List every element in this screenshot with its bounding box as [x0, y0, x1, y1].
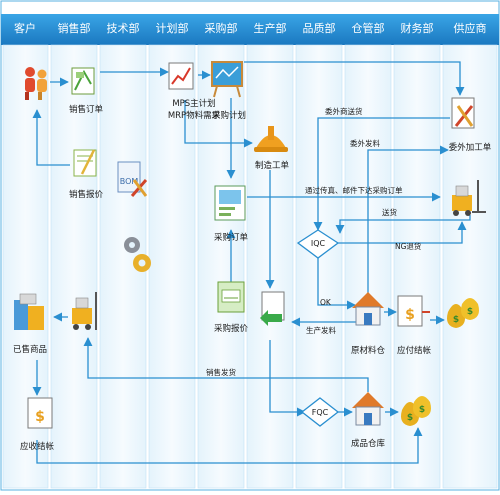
payable-label: 应付结帐: [397, 345, 432, 356]
svg-text:$: $: [453, 315, 459, 325]
header-planning: 计划部: [156, 21, 189, 35]
sales-order-label: 销售订单: [69, 104, 104, 115]
header-production: 生产部: [254, 21, 287, 35]
edge-plan-to-outsource: [244, 61, 465, 96]
label-outsource-issue: 委外发料: [350, 138, 380, 148]
edge-outsource-issue: [367, 145, 449, 295]
svg-text:$: $: [419, 405, 425, 415]
receivable-label: 应收结帐: [20, 441, 55, 452]
label-outsource-send: 委外商送货: [325, 106, 363, 116]
sales-quote-icon: [73, 149, 97, 177]
header-finance: 财务部: [401, 21, 434, 35]
supplier-forklift-icon: [452, 180, 486, 216]
iqc-label: IQC: [311, 239, 326, 248]
header-bar: [1, 14, 499, 45]
edge-ok-to-warehouse: [317, 258, 356, 310]
svg-text:$: $: [407, 413, 413, 423]
edge-outsource-send: [313, 117, 450, 231]
hard-hat-icon: [254, 126, 288, 152]
manufacture-order-label: 制造工单: [255, 160, 290, 171]
sales-quote-label: 销售报价: [69, 189, 104, 200]
header-supplier: 供应商: [454, 21, 487, 35]
gears-icon: [124, 237, 151, 272]
outsource-order-label: 委外加工单: [449, 142, 492, 153]
mps-label: MPS主计划: [172, 98, 215, 109]
raw-warehouse-house-icon: [352, 292, 384, 326]
edge-quote-to-customer: [32, 109, 70, 166]
customer-people-icon: [25, 67, 47, 100]
svg-text:$: $: [35, 409, 45, 425]
header-quality: 品质部: [303, 21, 336, 35]
sold-goods-icon: [14, 293, 44, 330]
sales-order-icon: [71, 67, 95, 95]
columns: [2, 44, 498, 489]
outsource-order-icon: [451, 97, 475, 129]
finished-warehouse-house-icon: [352, 392, 384, 426]
edge-mps-to-manufacture: [184, 100, 253, 148]
mrp-label: MRP物料需求: [168, 110, 221, 121]
header-sales: 销售部: [58, 21, 91, 35]
receivable-icon: $: [27, 397, 53, 429]
edge-sales-ship: [83, 337, 369, 392]
raw-warehouse-label: 原材料仓: [351, 345, 386, 356]
svg-text:$: $: [405, 307, 415, 323]
edge-receivable-to-finance: [36, 427, 423, 464]
label-sales-ship: 销售发货: [206, 367, 236, 377]
header-purchasing: 采购部: [205, 21, 238, 35]
money-bags-icon: $ $: [447, 298, 479, 328]
purchase-plan-label: 采购计划: [212, 110, 246, 121]
purchase-quote-label: 采购报价: [214, 323, 249, 334]
department-headers: 客户 销售部 技术部 计划部 采购部 生产部 品质部 仓管部 财务部 供应商: [14, 21, 487, 35]
connectors: [32, 61, 471, 464]
label-ok: OK: [320, 298, 332, 307]
header-tech: 技术部: [107, 21, 140, 35]
header-warehouse: 仓管部: [352, 21, 385, 35]
customer-forklift-icon: [72, 292, 97, 330]
finance-money-bags-icon: $ $: [401, 396, 431, 426]
production-station-icon: [260, 291, 285, 326]
payable-icon: $: [397, 295, 430, 327]
fqc-label: FQC: [312, 408, 329, 417]
iqc-diamond: IQC: [296, 229, 340, 259]
purchase-plan-board-icon: [211, 61, 243, 98]
mps-chart-icon: [168, 62, 194, 90]
purchase-quote-icon: [217, 281, 245, 313]
label-fax-email: 通过传真、邮件下达采购订单: [305, 185, 403, 195]
bom-document-icon: BOM: [117, 161, 148, 197]
purchase-order-icon: [214, 185, 246, 221]
edge-labels: 委外商送货 委外发料 通过传真、邮件下达采购订单 送货 NG退货 OK 生产发料…: [206, 106, 422, 377]
header-customer: 客户: [14, 21, 36, 35]
edge-ng-return: [336, 221, 467, 244]
edge-production-to-fqc: [269, 340, 306, 417]
fqc-diamond: FQC: [300, 397, 340, 427]
svg-text:$: $: [467, 307, 473, 317]
purchase-order-label: 采购订单: [214, 232, 249, 243]
sold-goods-label: 已售商品: [13, 344, 47, 355]
finished-warehouse-label: 成品仓库: [351, 438, 386, 449]
label-production-issue: 生产发料: [306, 325, 336, 335]
bom-label: BOM: [120, 177, 139, 186]
label-ng-return: NG退货: [395, 241, 422, 251]
label-delivery: 送货: [382, 207, 397, 217]
edge-delivery-to-iqc: [335, 215, 471, 234]
